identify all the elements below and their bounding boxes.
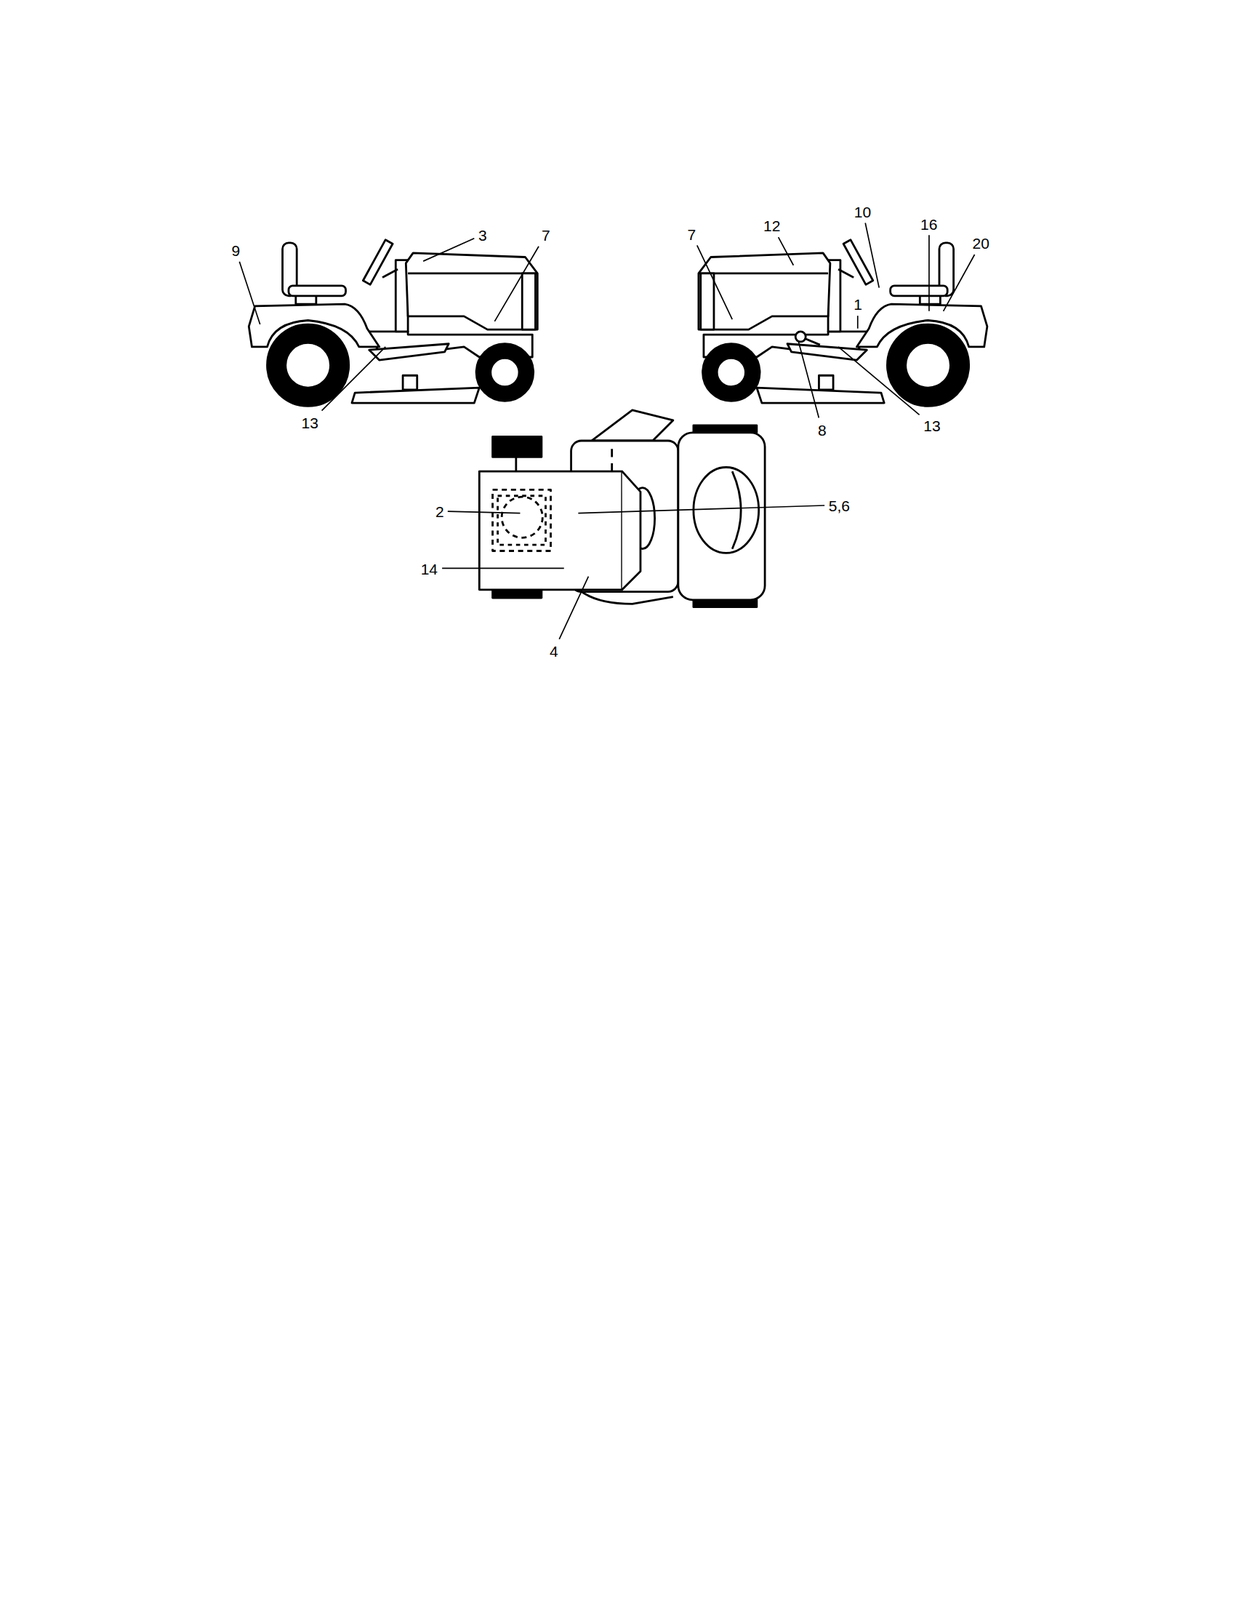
callout-number: 7: [686, 224, 698, 243]
callout-number: 20: [971, 234, 991, 252]
callout-number: 13: [300, 413, 320, 432]
leader-line: [577, 505, 825, 514]
leader-line: [322, 346, 387, 411]
callout-number: 7: [540, 226, 552, 244]
callout-number: 12: [762, 216, 782, 235]
leader-line: [494, 246, 539, 322]
leader-line: [865, 223, 879, 288]
callout-number: 10: [852, 202, 872, 220]
leader-line: [778, 237, 794, 266]
callout-number: 14: [419, 559, 439, 577]
callout-number: 13: [922, 416, 942, 435]
leader-line: [559, 576, 589, 640]
leader-line: [239, 261, 260, 325]
leader-line: [857, 315, 859, 329]
leader-line: [697, 245, 733, 320]
callout-number: 2: [434, 502, 446, 520]
leader-line: [423, 238, 475, 261]
leader-line: [798, 341, 819, 419]
callout-number: 3: [477, 226, 489, 244]
leader-line: [943, 254, 975, 312]
leader-line: [447, 511, 521, 514]
leader-line: [928, 234, 930, 312]
callout-number: 16: [919, 214, 939, 232]
callout-number: 9: [230, 241, 242, 259]
callout-number: 5,6: [827, 495, 851, 514]
leader-line: [442, 567, 565, 570]
leader-line: [838, 346, 920, 415]
callout-number: 1: [852, 295, 864, 313]
callout-number: 4: [548, 641, 560, 660]
callout-number: 8: [817, 420, 829, 439]
